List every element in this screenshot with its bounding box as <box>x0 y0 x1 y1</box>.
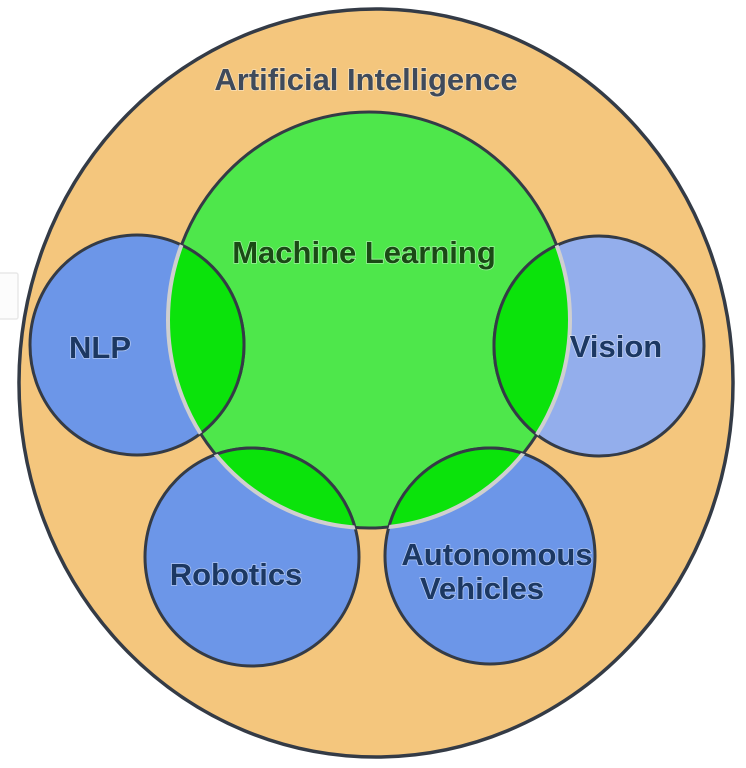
autonomous-vehicles-label-line2: Vehicles <box>420 571 544 606</box>
autonomous-vehicles-label-line1: Autonomous <box>401 537 592 572</box>
ai-label: Artificial Intelligence <box>214 62 517 97</box>
robotics-label: Robotics <box>170 557 303 592</box>
ml-nlp-overlap <box>168 233 246 457</box>
ml-vision-overlap <box>492 234 570 458</box>
ml-label: Machine Learning <box>232 235 496 270</box>
vision-label: Vision <box>570 329 662 364</box>
left-edge-ui-fragment <box>0 272 19 320</box>
nlp-label: NLP <box>69 330 131 365</box>
